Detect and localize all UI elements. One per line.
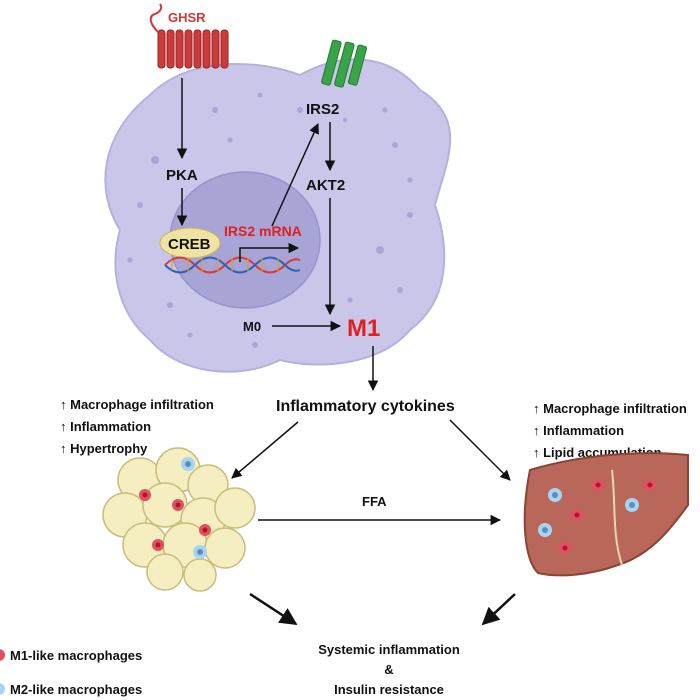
liver-effect-1: ↑ Macrophage infiltration — [533, 401, 687, 416]
cytokines-label: Inflammatory cytokines — [276, 398, 455, 415]
adipose-effect-1: ↑ Macrophage infiltration — [60, 397, 214, 412]
irs2-receptor-icon — [321, 39, 368, 88]
receptor-label: GHSR — [168, 10, 206, 25]
ffa-label: FFA — [362, 494, 387, 509]
legend-m1-label: M1-like macrophages — [10, 648, 142, 663]
m0-label: M0 — [243, 319, 261, 334]
transcription-arrow — [239, 242, 300, 262]
liver-icon — [523, 452, 689, 577]
legend-m2-label: M2-like macrophages — [10, 682, 142, 697]
irs2-label: IRS2 — [306, 101, 339, 118]
liver-ligament — [611, 469, 623, 566]
creb-label: CREB — [168, 236, 211, 253]
outcome-arrows — [249, 592, 516, 626]
legend-m1-icon — [0, 649, 5, 661]
ghsr-receptor-icon — [149, 3, 229, 69]
adipose-macrophages — [139, 457, 211, 559]
cytokine-arrows — [231, 419, 511, 526]
creb-bubble — [159, 227, 221, 259]
akt2-label: AKT2 — [306, 177, 345, 194]
cell-arrows — [176, 78, 379, 392]
adipose-effect-2: ↑ Inflammation — [60, 419, 151, 434]
liver-macrophages — [538, 479, 656, 554]
outcome-line2: & — [384, 662, 393, 677]
outcome-line3: Insulin resistance — [334, 682, 444, 697]
legend-m2-icon — [0, 683, 5, 695]
adipose-effect-3: ↑ Hypertrophy — [60, 441, 148, 456]
adipose-tissue-icon — [102, 447, 256, 592]
liver-effect-2: ↑ Inflammation — [533, 423, 624, 438]
cytoplasm-dots — [127, 92, 413, 348]
mrna-label: IRS2 mRNA — [224, 223, 302, 239]
pka-label: PKA — [166, 167, 198, 184]
m1-label: M1 — [347, 315, 380, 342]
outcome-line1: Systemic inflammation — [318, 642, 460, 657]
